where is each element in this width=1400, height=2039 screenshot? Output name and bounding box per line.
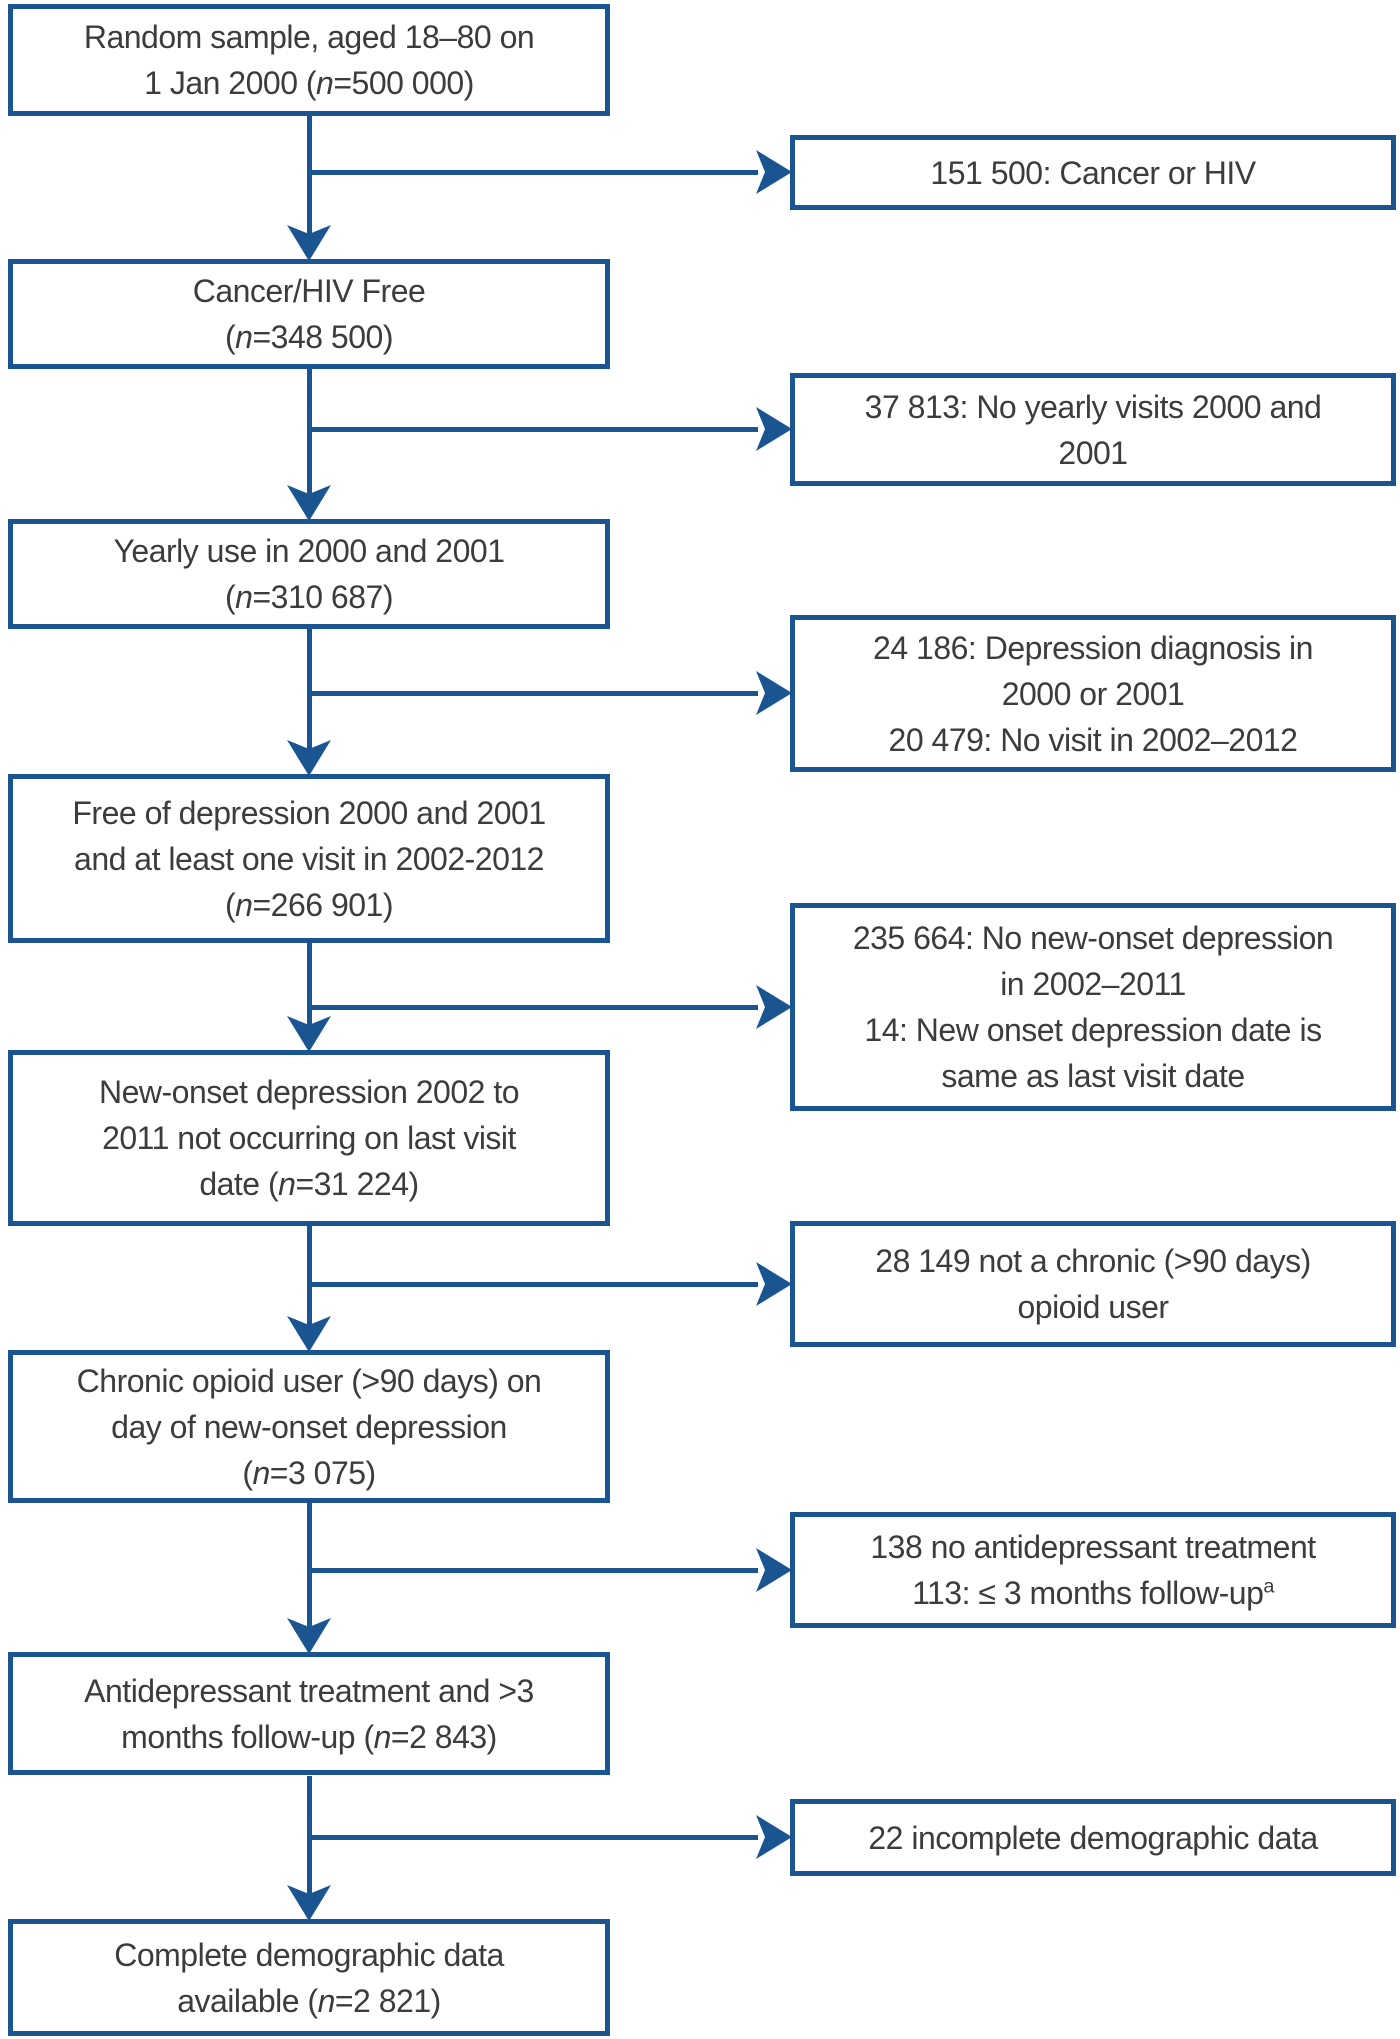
box-text: Yearly use in 2000 and 2001 (n=310 687) <box>114 528 505 620</box>
box-text-line: 2000 or 2001 <box>1001 675 1185 712</box>
box-text-line: (n=3 075) <box>242 1454 376 1491</box>
box-text: 22 incomplete demographic data <box>868 1815 1318 1861</box>
arrow-down-icon <box>287 485 331 521</box>
exclusion-box-not-chronic-opioid-user: 28 149 not a chronic (>90 days) opioid us… <box>790 1221 1396 1347</box>
box-text: 151 500: Cancer or HIV <box>930 150 1256 196</box>
exclusion-box-no-antidepressant-or-short-followup: 138 no antidepressant treatment 113: ≤ 3 … <box>790 1512 1396 1628</box>
box-text-line: and at least one visit in 2002-2012 <box>74 840 544 877</box>
box-text-line: (n=266 901) <box>225 886 393 923</box>
connector-horizontal <box>309 1282 758 1287</box>
exclusion-box-cancer-or-hiv: 151 500: Cancer or HIV <box>790 135 1396 210</box>
arrow-down-icon <box>287 1618 331 1654</box>
box-text: Random sample, aged 18–80 on 1 Jan 2000 (… <box>83 14 535 106</box>
box-text-line: same as last visit date <box>941 1058 1245 1094</box>
arrow-down-icon <box>287 1016 331 1052</box>
exclusion-box-depression-diagnosis-or-no-visit: 24 186: Depression diagnosis in 2000 or 2… <box>790 615 1396 772</box>
box-text-line: 138 no antidepressant treatment <box>870 1529 1316 1565</box>
box-text-line: (n=310 687) <box>225 579 393 615</box>
box-text-line: Cancer/HIV Free <box>192 273 426 309</box>
connector-horizontal <box>309 1568 758 1573</box>
box-text-line: 1 Jan 2000 (n=500 000) <box>144 65 474 101</box>
box-text-line: Yearly use in 2000 and 2001 <box>113 533 505 569</box>
box-text-line: New-onset depression 2002 to <box>98 1074 520 1110</box>
box-text: Antidepressant treatment and >3 months fo… <box>84 1668 534 1760</box>
connector-horizontal <box>309 427 758 432</box>
box-text: Chronic opioid user (>90 days) on day of … <box>77 1358 542 1496</box>
arrow-right-icon <box>756 1815 792 1859</box>
box-text: 24 186: Depression diagnosis in 2000 or 2… <box>873 625 1313 763</box>
arrow-right-icon <box>756 985 792 1029</box>
arrow-right-icon <box>756 407 792 451</box>
box-text-line: day of new-onset depression <box>111 1408 507 1445</box>
box-text: Complete demographic data available (n=2 … <box>114 1932 504 2024</box>
box-text-line: 235 664: No new-onset depression <box>852 920 1334 956</box>
box-text: 138 no antidepressant treatment 113: ≤ 3 … <box>870 1524 1316 1616</box>
exclusion-box-no-yearly-visits: 37 813: No yearly visits 2000 and 2001 <box>790 373 1396 486</box>
box-text-line: 20 479: No visit in 2002–2012 <box>888 721 1298 758</box>
box-text-line: 24 186: Depression diagnosis in <box>873 629 1313 666</box>
arrow-down-icon <box>287 740 331 776</box>
box-text-line: 2011 not occurring on last visit <box>102 1120 516 1156</box>
box-text-line: Free of depression 2000 and 2001 <box>72 794 546 831</box>
flow-box-free-of-depression: Free of depression 2000 and 2001 and at l… <box>8 774 610 943</box>
box-text: 37 813: No yearly visits 2000 and 2001 <box>865 384 1322 476</box>
flow-box-chronic-opioid-user: Chronic opioid user (>90 days) on day of … <box>8 1350 610 1503</box>
box-text-line: (n=348 500) <box>225 319 393 355</box>
box-text: 235 664: No new-onset depression in 2002–… <box>852 915 1334 1099</box>
box-text-line: Antidepressant treatment and >3 <box>84 1672 534 1709</box>
connector-horizontal <box>309 691 758 696</box>
connector-vertical <box>307 1226 312 1334</box>
connector-vertical <box>307 116 312 243</box>
box-text: Cancer/HIV Free (n=348 500) <box>193 268 426 360</box>
box-text-line: months follow-up (n=2 843) <box>121 1718 497 1755</box>
box-text-line: 37 813: No yearly visits 2000 and <box>864 388 1322 425</box>
flow-box-new-onset-depression: New-onset depression 2002 to 2011 not occ… <box>8 1050 610 1226</box>
flow-box-random-sample: Random sample, aged 18–80 on 1 Jan 2000 (… <box>8 4 610 116</box>
box-text-line: 14: New onset depression date is <box>864 1012 1322 1048</box>
box-text: Free of depression 2000 and 2001 and at l… <box>72 790 546 928</box>
connector-horizontal <box>309 170 758 175</box>
connector-vertical <box>307 943 312 1034</box>
arrow-down-icon <box>287 1316 331 1352</box>
arrow-right-icon <box>756 1548 792 1592</box>
flow-box-cancer-hiv-free: Cancer/HIV Free (n=348 500) <box>8 259 610 369</box>
box-text-line: Complete demographic data <box>114 1936 504 1973</box>
box-text-line: in 2002–2011 <box>1000 966 1186 1002</box>
flow-box-complete-demographic-data: Complete demographic data available (n=2 … <box>8 1919 610 2036</box>
arrow-right-icon <box>756 150 792 194</box>
box-text: New-onset depression 2002 to 2011 not occ… <box>98 1069 520 1207</box>
flow-box-antidepressant-treatment: Antidepressant treatment and >3 months fo… <box>8 1652 610 1775</box>
box-text-line: 151 500: Cancer or HIV <box>930 154 1256 191</box>
box-text: 28 149 not a chronic (>90 days) opioid us… <box>875 1238 1311 1330</box>
connector-vertical <box>307 369 312 503</box>
box-text-line: 28 149 not a chronic (>90 days) <box>875 1243 1311 1279</box>
box-text-line: date (n=31 224) <box>199 1166 419 1202</box>
arrow-right-icon <box>756 1262 792 1306</box>
box-text-line: 113: ≤ 3 months follow-upa <box>912 1575 1274 1611</box>
arrow-right-icon <box>756 671 792 715</box>
exclusion-box-incomplete-demographic-data: 22 incomplete demographic data <box>790 1799 1396 1876</box>
box-text-line: available (n=2 821) <box>177 1982 441 2019</box>
connector-horizontal <box>309 1005 758 1010</box>
box-text-line: opioid user <box>1017 1289 1169 1325</box>
box-text-line: 22 incomplete demographic data <box>868 1819 1318 1856</box>
exclusion-box-no-new-onset-depression: 235 664: No new-onset depression in 2002–… <box>790 903 1396 1111</box>
flow-box-yearly-use: Yearly use in 2000 and 2001 (n=310 687) <box>8 519 610 629</box>
box-text-line: Random sample, aged 18–80 on <box>83 19 535 55</box>
box-text-line: 2001 <box>1058 434 1128 471</box>
box-text-line: Chronic opioid user (>90 days) on <box>76 1362 542 1399</box>
connector-horizontal <box>309 1835 758 1840</box>
arrow-down-icon <box>287 1885 331 1921</box>
arrow-down-icon <box>287 225 331 261</box>
